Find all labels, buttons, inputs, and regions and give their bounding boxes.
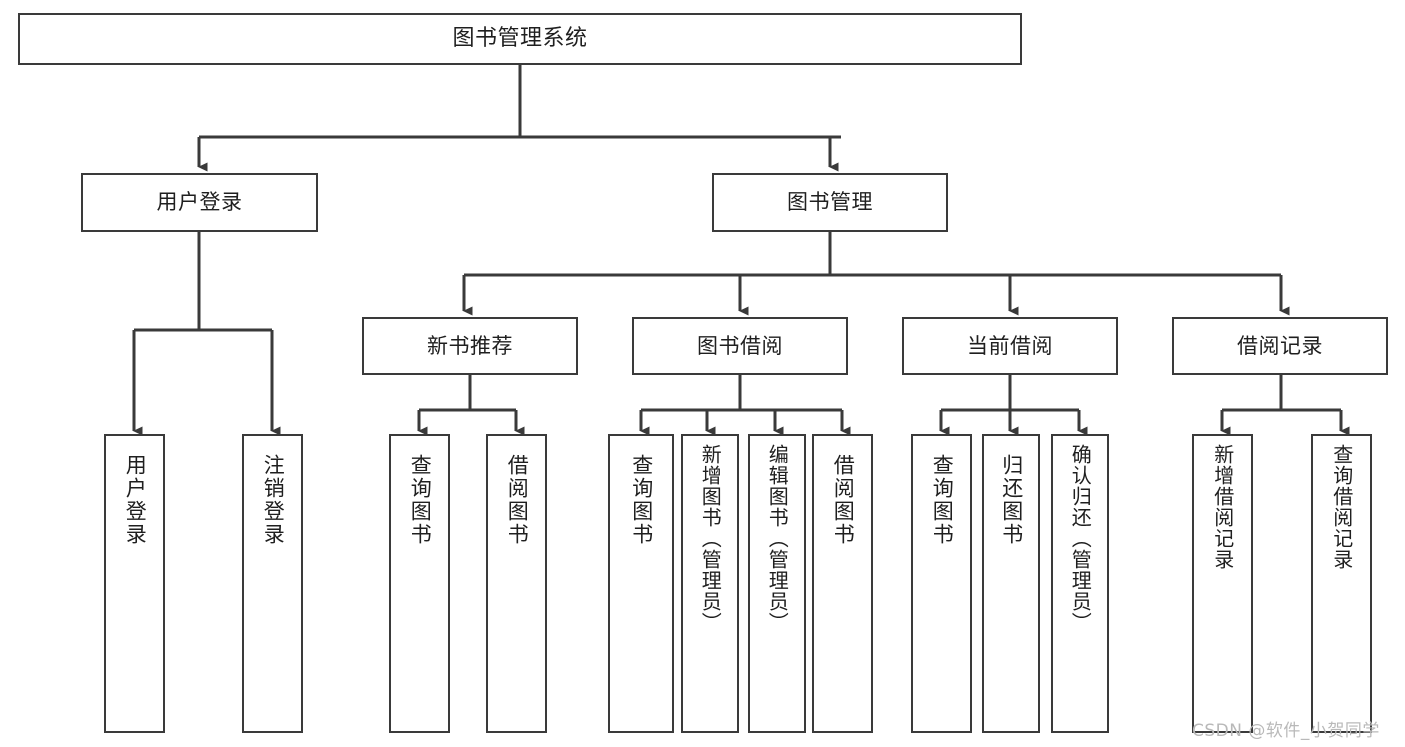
node-label: 新书推荐	[427, 333, 513, 358]
node-label: 借阅图书	[831, 454, 856, 546]
leaf-logout[interactable]: 注销登录	[242, 434, 303, 733]
node-label: 确认归还（管理员）	[1068, 444, 1093, 633]
leaf-records-query-record[interactable]: 查询借阅记录	[1311, 434, 1372, 733]
node-root-book-management-system[interactable]: 图书管理系统	[18, 13, 1022, 65]
node-label: 用户登录	[156, 190, 243, 215]
node-book-management[interactable]: 图书管理	[712, 173, 948, 232]
node-borrow-records[interactable]: 借阅记录	[1172, 317, 1388, 375]
node-label: 归还图书	[999, 454, 1024, 546]
node-book-borrow[interactable]: 图书借阅	[632, 317, 848, 375]
node-label: 查询借阅记录	[1329, 444, 1354, 570]
csdn-watermark: CSDN @软件_小贺同学	[1192, 721, 1380, 741]
leaf-borrow-query-book[interactable]: 查询图书	[608, 434, 674, 733]
node-current-borrow[interactable]: 当前借阅	[902, 317, 1118, 375]
leaf-borrow-edit-book-admin[interactable]: 编辑图书（管理员）	[748, 434, 806, 733]
node-label: 借阅记录	[1237, 333, 1323, 358]
node-label: 编辑图书（管理员）	[765, 444, 790, 633]
node-label: 查询图书	[930, 454, 955, 546]
leaf-current-return-book[interactable]: 归还图书	[982, 434, 1040, 733]
leaf-borrow-borrow-book[interactable]: 借阅图书	[812, 434, 873, 733]
node-label: 查询图书	[629, 454, 654, 546]
node-label: 图书管理系统	[452, 26, 588, 52]
leaf-borrow-add-book-admin[interactable]: 新增图书（管理员）	[681, 434, 739, 733]
node-label: 借阅图书	[505, 454, 530, 546]
node-user-login[interactable]: 用户登录	[81, 173, 318, 232]
leaf-records-add-record[interactable]: 新增借阅记录	[1192, 434, 1253, 733]
node-label: 图书管理	[787, 190, 873, 215]
node-label: 查询图书	[408, 454, 433, 546]
leaf-new-book-query-book[interactable]: 查询图书	[389, 434, 450, 733]
node-new-book-recommend[interactable]: 新书推荐	[362, 317, 578, 375]
node-label: 注销登录	[261, 454, 286, 546]
node-label: 用户登录	[123, 454, 148, 546]
node-label: 当前借阅	[967, 333, 1053, 358]
leaf-current-query-book[interactable]: 查询图书	[911, 434, 972, 733]
leaf-new-book-borrow-book[interactable]: 借阅图书	[486, 434, 547, 733]
leaf-user-login[interactable]: 用户登录	[104, 434, 165, 733]
leaf-current-confirm-return-admin[interactable]: 确认归还（管理员）	[1051, 434, 1109, 733]
node-label: 新增图书（管理员）	[698, 444, 723, 633]
node-label: 新增借阅记录	[1210, 444, 1235, 570]
node-label: 图书借阅	[697, 333, 783, 358]
